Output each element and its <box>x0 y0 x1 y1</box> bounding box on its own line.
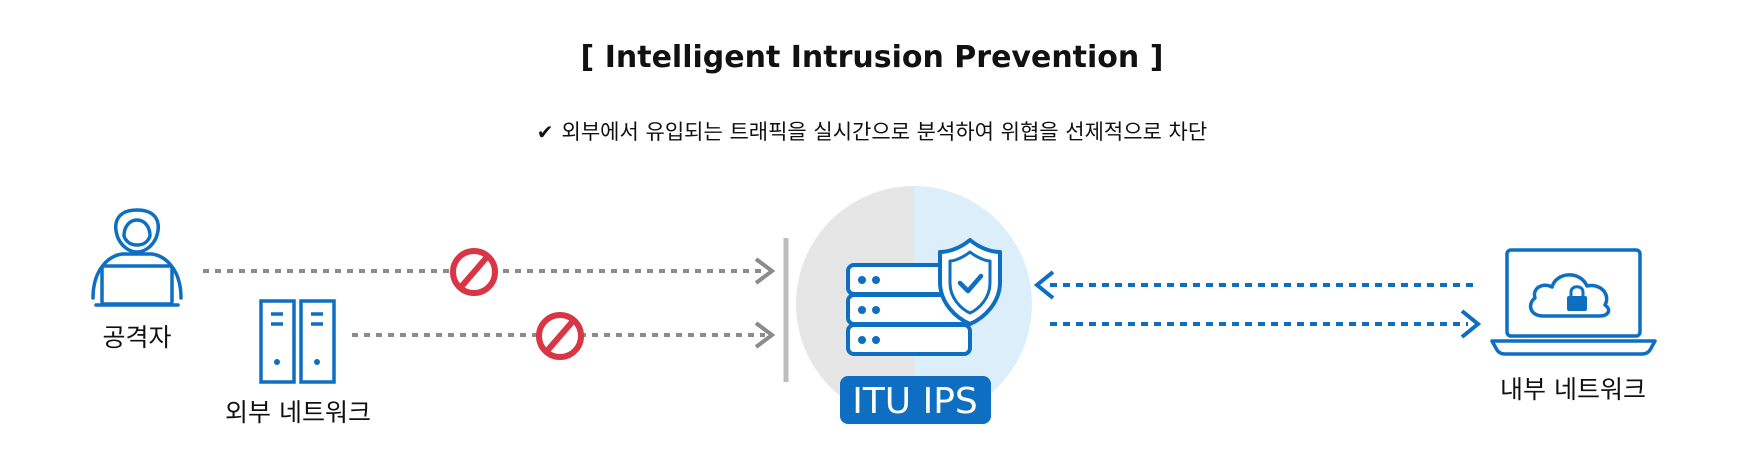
laptop-cloud-lock-icon <box>1490 248 1657 356</box>
hacker-icon <box>91 208 183 307</box>
diagram-title: [ Intelligent Intrusion Prevention ] <box>580 40 1164 75</box>
attacker-label: 공격자 <box>102 323 172 352</box>
diagram-subtitle: ✔ 외부에서 유입되는 트래픽을 실시간으로 분석하여 위협을 선제적으로 차단 <box>0 116 1744 146</box>
ips-label: ITU IPS <box>852 381 978 422</box>
inbound-arrow <box>1033 270 1478 300</box>
internal-network-label: 내부 네트워크 <box>1500 375 1646 404</box>
block-icon <box>536 312 584 360</box>
outbound-arrow <box>1050 309 1482 339</box>
server-rack-icon <box>259 299 336 384</box>
block-icon <box>450 248 498 296</box>
subtitle-text: 외부에서 유입되는 트래픽을 실시간으로 분석하여 위협을 선제적으로 차단 <box>561 120 1208 144</box>
shield-check-icon <box>938 238 1002 326</box>
external-network-label: 외부 네트워크 <box>225 398 371 427</box>
checkmark-icon: ✔ <box>536 120 554 144</box>
ips-badge: ITU IPS <box>840 376 991 424</box>
server-led-dots <box>858 276 880 344</box>
